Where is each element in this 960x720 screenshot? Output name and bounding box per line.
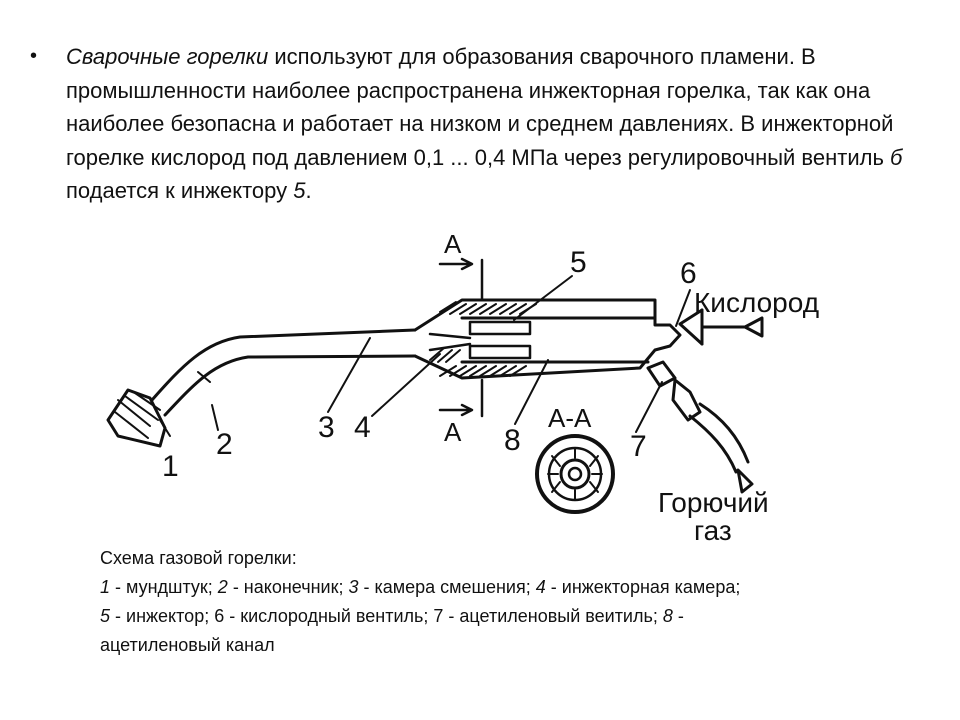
caption-num-1: 1 [100, 577, 111, 597]
label-3: 3 [318, 411, 335, 444]
label-5: 5 [570, 246, 587, 279]
oxygen-label: Кислород [694, 287, 819, 318]
torch-diagram: 1 2 3 4 5 6 7 8 А А А-А Кислород Горючий… [106, 229, 819, 546]
caption-text-5-7: - инжектор; 6 - кислородный вентиль; 7 -… [110, 606, 663, 626]
section-label-top: А [444, 229, 462, 259]
caption-line-3: 5 - инжектор; 6 - кислородный вентиль; 7… [100, 602, 920, 631]
diagram-caption: Схема газовой горелки: 1 - мундштук; 2 -… [100, 544, 920, 660]
caption-text-3: - камера смешения; [358, 577, 536, 597]
fuel-gas-label-1: Горючий [658, 487, 769, 518]
intro-text-end: . [305, 178, 312, 203]
section-label-bottom: А [444, 417, 462, 447]
caption-num-8: 8 [662, 606, 673, 626]
fuel-gas-label-2: газ [694, 515, 732, 546]
label-7: 7 [630, 430, 647, 463]
term-welding-torches: Сварочные горелки [66, 44, 269, 69]
caption-line-2: 1 - мундштук; 2 - наконечник; 3 - камера… [100, 573, 920, 602]
label-4: 4 [354, 411, 371, 444]
caption-num-3: 3 [348, 577, 359, 597]
acetylene-valve [646, 360, 677, 388]
label-2: 2 [216, 428, 233, 461]
intro-text: Сварочные горелки используют для образов… [66, 40, 906, 208]
caption-title: Схема газовой горелки: [100, 548, 297, 568]
label-6: 6 [680, 257, 697, 290]
label-8: 8 [504, 424, 521, 457]
bullet-marker: • [30, 45, 38, 67]
bullet-paragraph: • Сварочные горелки используют для образ… [30, 40, 918, 208]
injector-body [413, 298, 682, 380]
caption-num-2: 2 [217, 577, 228, 597]
section-title: А-А [548, 403, 592, 433]
caption-line-4: ацетиленовый канал [100, 635, 275, 655]
caption-text-4: - инжекторная камера; [545, 577, 741, 597]
acetylene-hose [688, 402, 750, 474]
valve-reference: б [890, 144, 903, 170]
intro-text-part2: подается к инжектору [66, 178, 294, 203]
intro-text-part1: используют для образования сварочного пл… [66, 44, 894, 170]
injector-reference: 5 [293, 178, 306, 203]
caption-num-4: 4 [535, 577, 546, 597]
caption-text-1: - мундштук; [110, 577, 218, 597]
caption-num-5: 5 [100, 606, 111, 626]
section-outer-circle [535, 434, 615, 514]
nozzle-tube [150, 328, 417, 402]
caption-text-8: - [672, 606, 684, 626]
caption-text-2: - наконечник; [227, 577, 349, 597]
oxygen-arrow [743, 316, 764, 338]
label-1: 1 [162, 450, 179, 483]
